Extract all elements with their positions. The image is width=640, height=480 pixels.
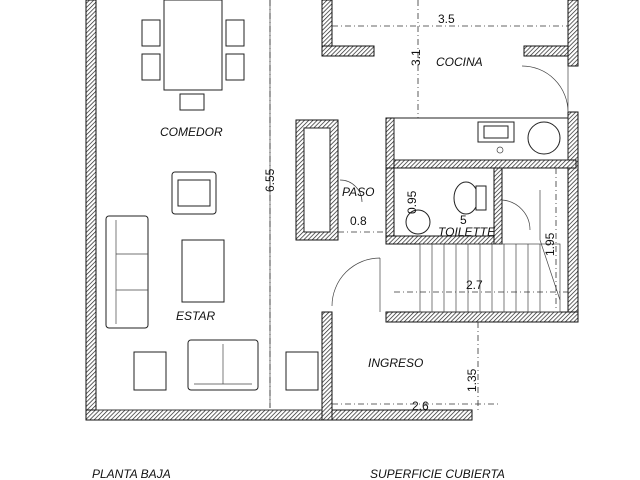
dim-label-1-95: 1.95 (543, 232, 557, 256)
dim-label-6-55: 6.55 (263, 168, 277, 192)
pouf (133, 351, 167, 391)
sofa-left (105, 215, 149, 329)
dim-label-1-35: 1.35 (465, 368, 479, 392)
toilet-tank (475, 185, 487, 211)
chair (141, 53, 161, 81)
dim-label-2-7: 2.7 (466, 278, 483, 292)
coffee-table (181, 239, 225, 303)
room-label-cocina: COCINA (436, 55, 483, 69)
chair (225, 53, 245, 81)
chair (179, 93, 205, 111)
sink-basin (483, 125, 509, 139)
wall-stair-bottom (385, 311, 579, 323)
stove-icon (527, 121, 561, 155)
armchair-seat (177, 179, 211, 207)
dim-label-2-6: 2.6 (412, 399, 429, 413)
dim-label-0-95: 0.95 (405, 190, 419, 214)
stair-direction (539, 190, 561, 301)
walls (85, 0, 579, 421)
paso-pillar-inner (303, 127, 331, 233)
toilet-icon (453, 181, 479, 215)
footer-label-planta-baja: PLANTA BAJA (92, 467, 171, 480)
wall-cocina-left (385, 117, 395, 169)
wall-toilette-left (385, 167, 395, 245)
wall-cocina-bottom (385, 159, 577, 169)
wall-right-top (567, 0, 579, 67)
stairs (419, 190, 561, 313)
wall-toilette-right (493, 167, 503, 245)
wall-cocina-top-left-h (321, 45, 375, 57)
chair (141, 19, 161, 47)
door-swing-cocina (521, 65, 569, 113)
room-label-ingreso: INGRESO (368, 356, 423, 370)
door-swing-paso (339, 179, 363, 203)
dim-label-3-1: 3.1 (409, 49, 423, 66)
room-label-comedor: COMEDOR (160, 125, 223, 139)
dining-set (141, 0, 245, 111)
pouf (285, 351, 319, 391)
door-swing-ingreso (331, 257, 381, 312)
wall-bottom-right (331, 409, 473, 421)
wall-left (85, 0, 97, 421)
stair-outline (419, 243, 561, 313)
toilette-fixtures (405, 181, 487, 235)
door-swing-toilette (501, 199, 531, 231)
room-label-toilette: TOILETTE (438, 225, 496, 239)
dining-table (163, 0, 223, 91)
washbasin-icon (405, 209, 431, 235)
dim-label-3-5: 3.5 (438, 12, 455, 26)
dim-label-0-8: 0.8 (350, 214, 367, 228)
room-label-estar: ESTAR (176, 309, 215, 323)
footer-label-superficie-cubierta: SUPERFICIE CUBIERTA (370, 467, 505, 480)
dim-label-5: 5 (460, 213, 467, 227)
wall-estar-right (321, 311, 333, 421)
room-label-paso: PASO (342, 185, 374, 199)
dimension-lines (269, 0, 568, 410)
faucet-icon (496, 146, 504, 154)
stair-steps (431, 244, 541, 312)
kitchen-fixtures (393, 117, 569, 161)
wall-bottom-left (85, 409, 333, 421)
wall-right-mid (567, 111, 579, 323)
chair (225, 19, 245, 47)
living-set (105, 171, 319, 391)
